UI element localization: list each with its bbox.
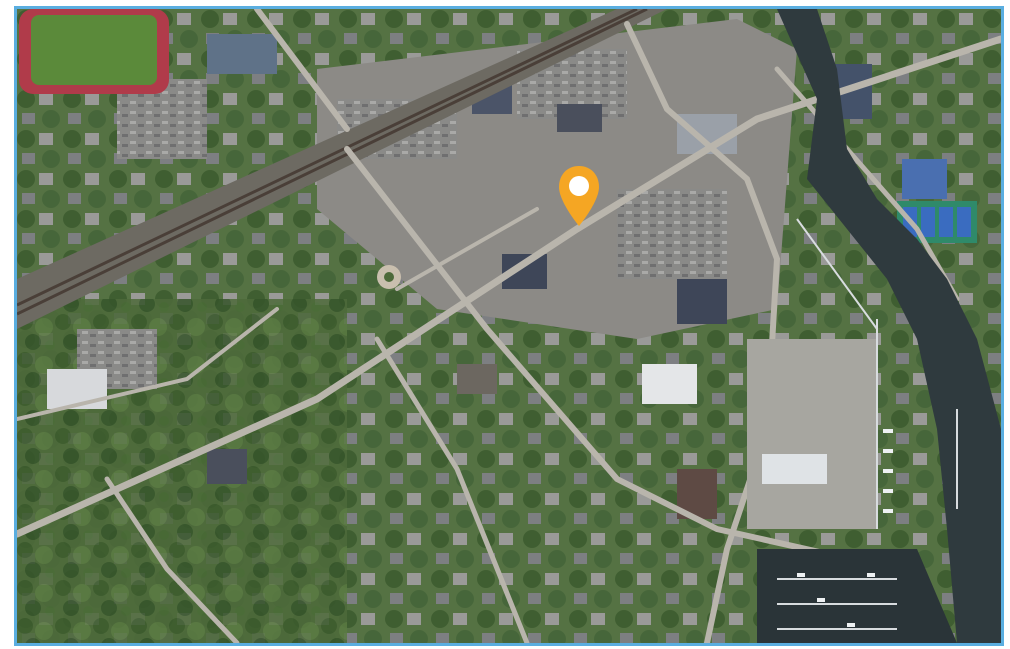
map-viewport[interactable]: [14, 6, 1004, 646]
satellite-map[interactable]: [17, 9, 1001, 643]
location-pin-icon[interactable]: [557, 164, 601, 228]
